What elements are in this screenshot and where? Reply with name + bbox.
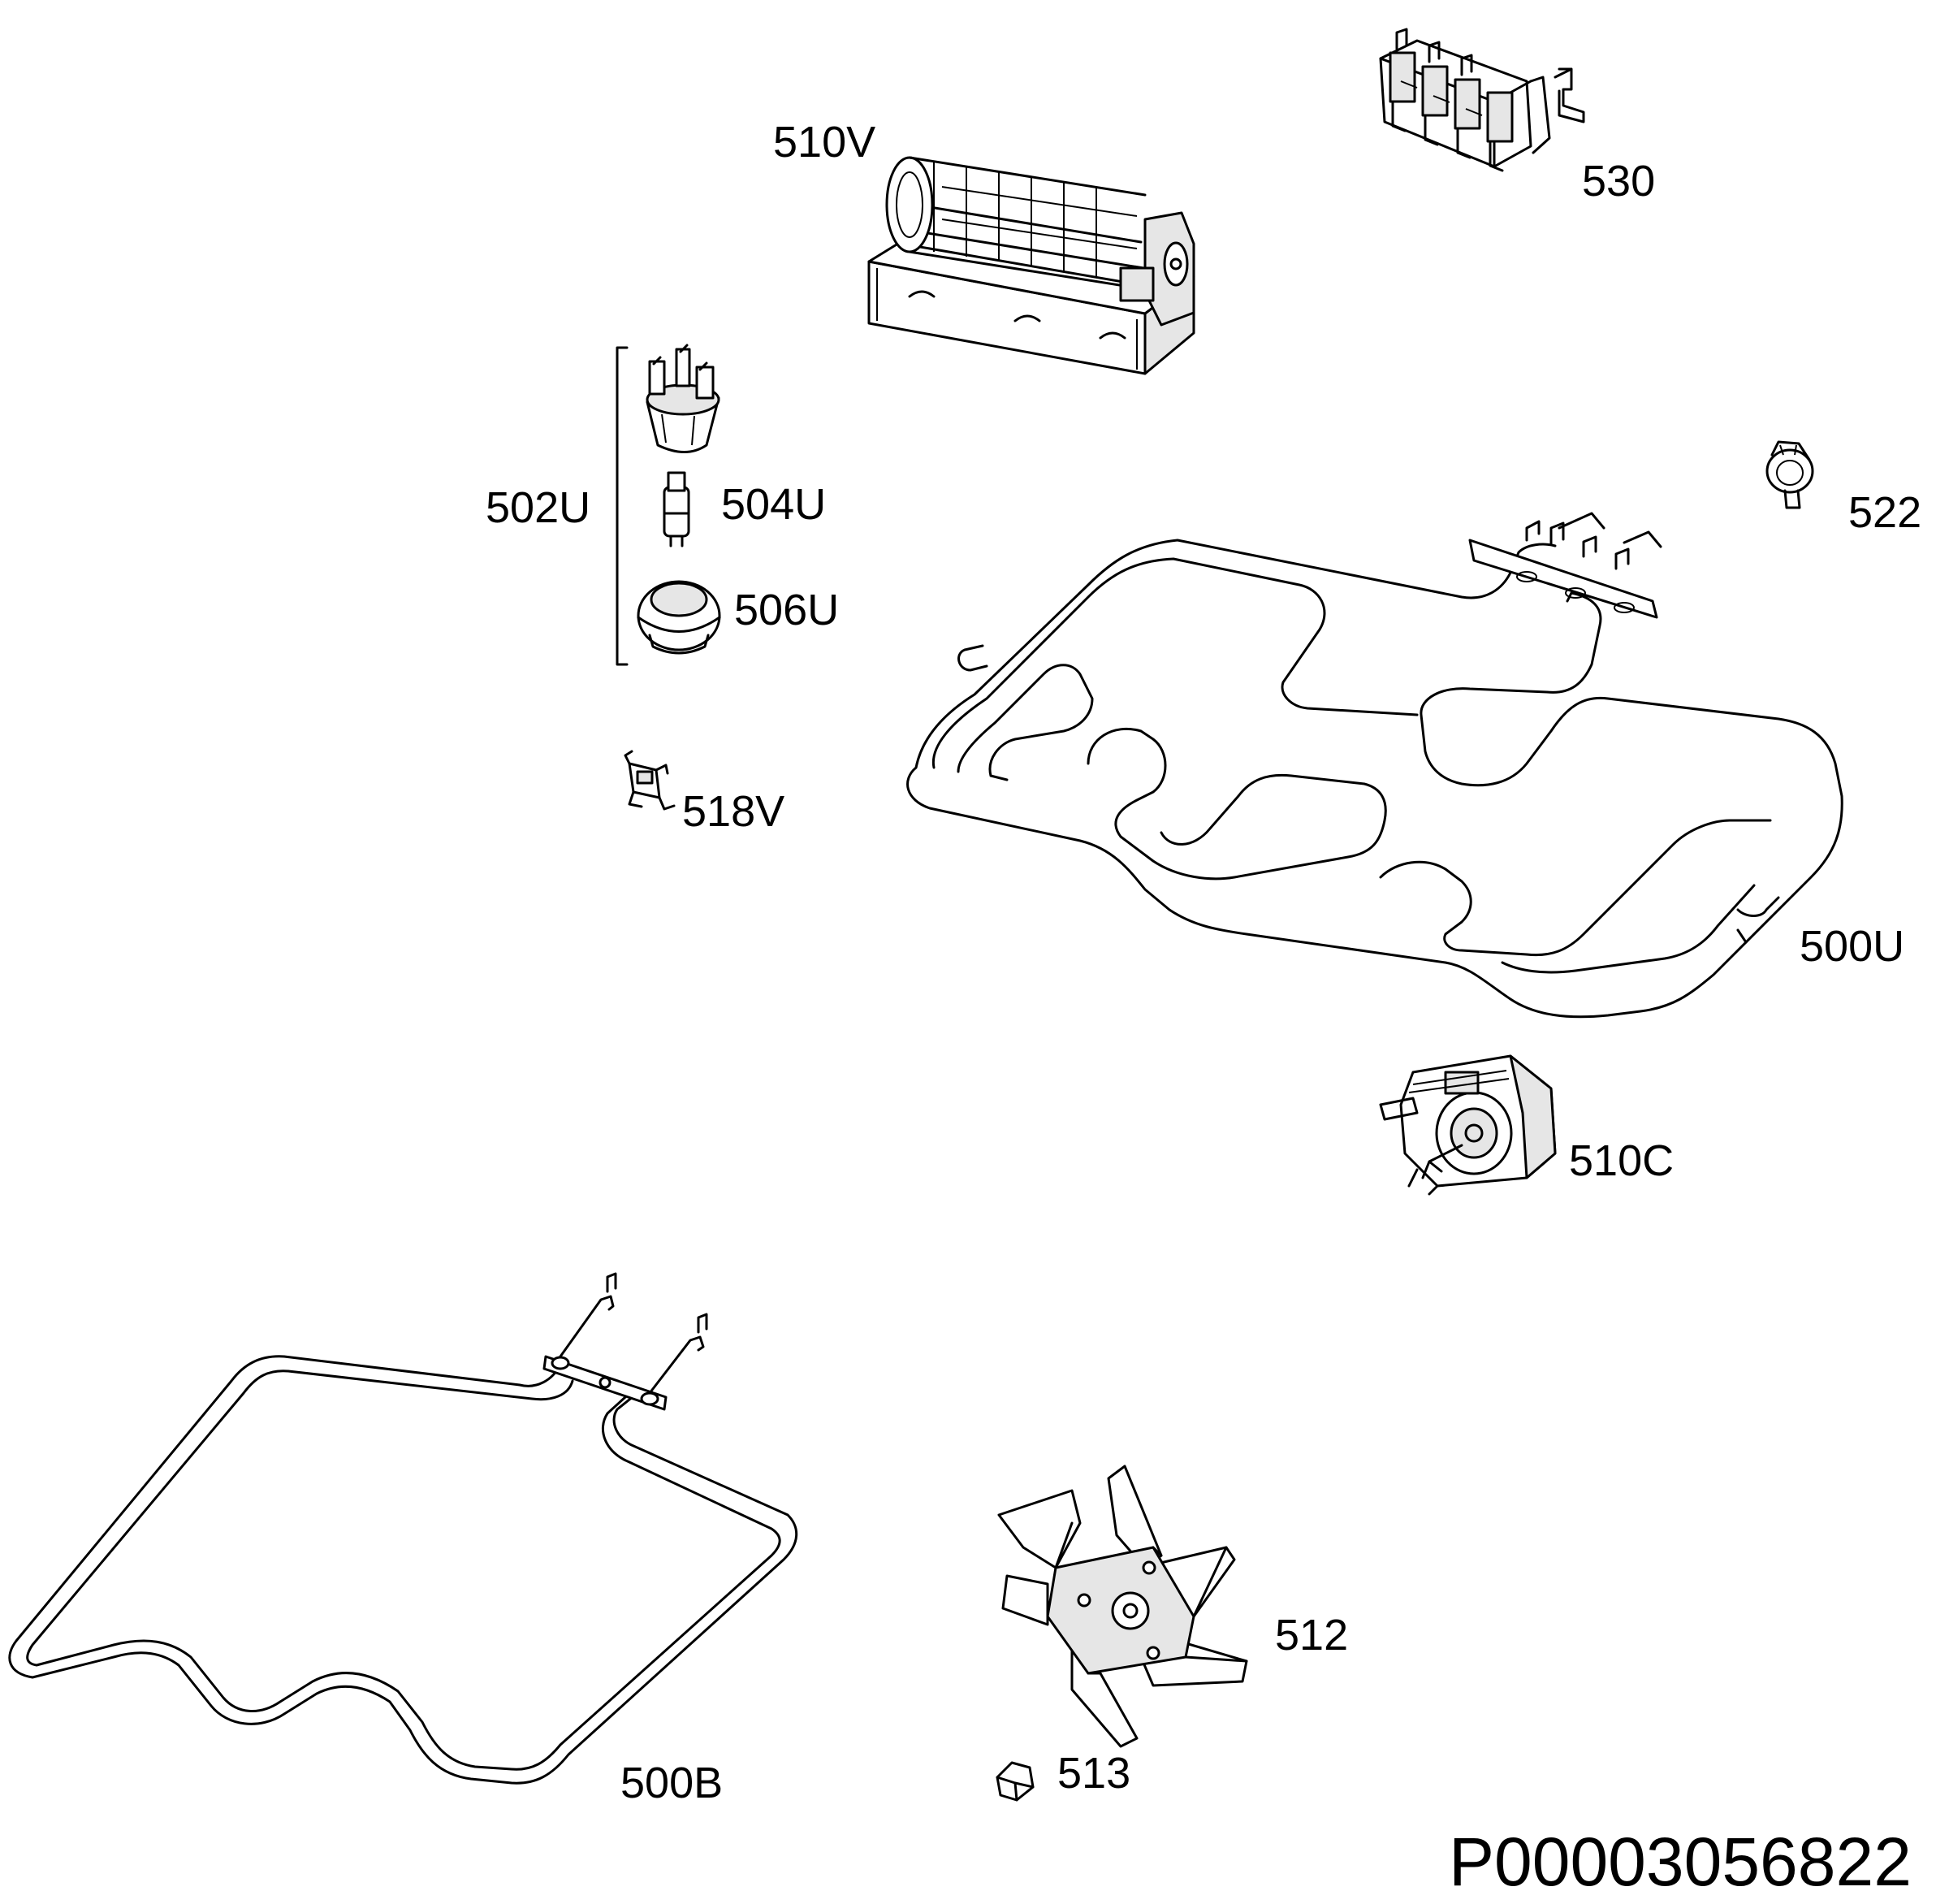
part-530-terminal-block — [1379, 28, 1585, 172]
label-522: 522 — [1848, 488, 1922, 537]
label-504U: 504U — [721, 480, 827, 529]
label-502U: 502U — [486, 483, 591, 532]
label-500U: 500U — [1800, 922, 1905, 971]
label-512: 512 — [1275, 1611, 1349, 1660]
part-518V-bracket — [624, 750, 676, 811]
label-510C: 510C — [1569, 1136, 1675, 1185]
part-506U-lamp-cover — [637, 580, 721, 655]
part-510C-fan-motor — [1379, 1054, 1557, 1196]
label-518V: 518V — [682, 787, 785, 836]
document-number: P00003056822 — [1449, 1824, 1912, 1900]
part-500U-grill-element — [906, 512, 1843, 1019]
part-512-fan-blade — [997, 1465, 1248, 1748]
part-504U-bulb — [663, 471, 690, 547]
label-530: 530 — [1582, 157, 1656, 206]
label-506U: 506U — [734, 586, 840, 634]
part-502U-lamp-holder — [646, 344, 720, 453]
part-510V-tangential-fan — [867, 156, 1195, 375]
bracket-502U-group — [616, 346, 629, 666]
label-510V: 510V — [773, 118, 876, 167]
label-513: 513 — [1057, 1749, 1131, 1798]
part-500B-bottom-element — [8, 1272, 798, 1785]
part-513-nut — [996, 1761, 1035, 1802]
part-522-clip — [1765, 440, 1814, 509]
label-500B: 500B — [620, 1759, 724, 1807]
